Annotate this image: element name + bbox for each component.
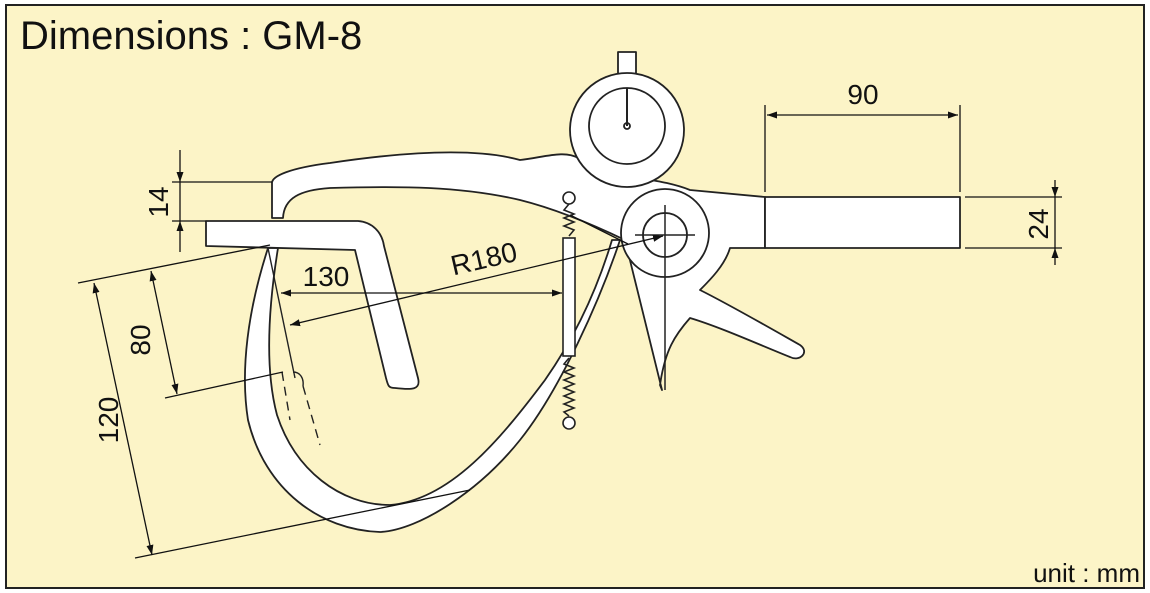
caliper-handle [764, 196, 961, 249]
diagram-title: Dimensions : GM-8 [20, 14, 363, 58]
dim-label-r180: R180 [448, 236, 520, 281]
dim-label-80: 80 [125, 324, 156, 355]
caliper-upper-jaw [205, 220, 420, 390]
dim-label-120: 120 [93, 397, 124, 444]
dim-label-130: 130 [303, 261, 350, 292]
spring-assembly [561, 191, 577, 430]
dial-stem [617, 51, 637, 75]
unit-label: unit : mm [1033, 558, 1140, 588]
dim-line-120 [92, 282, 154, 556]
dim-label-14: 14 [143, 186, 174, 217]
dim-label-24: 24 [1023, 208, 1054, 239]
dim-label-90: 90 [847, 79, 878, 110]
dim-line-r180 [289, 234, 664, 327]
dim-line-80 [149, 270, 179, 395]
jaw-tip-hidden-lines [267, 247, 321, 446]
caliper-upper-arm [271, 151, 805, 391]
